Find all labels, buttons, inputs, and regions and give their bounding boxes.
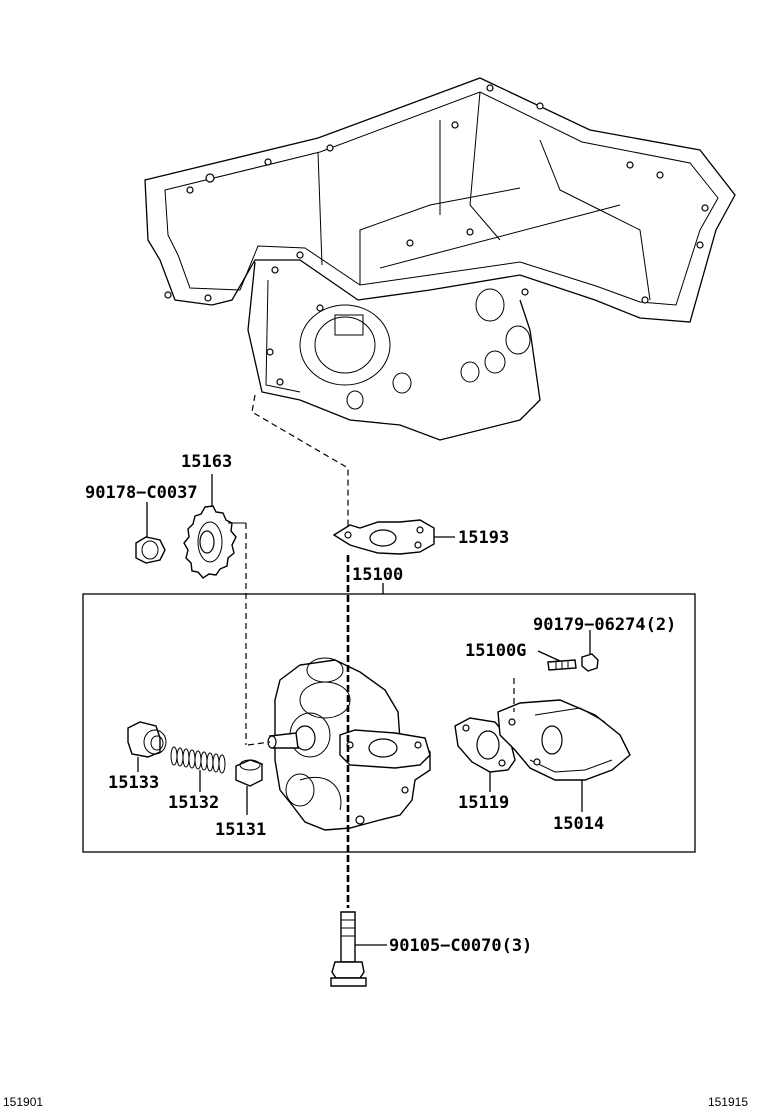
- oil-pan-illustration: [144, 77, 736, 441]
- label-15014: 15014: [553, 814, 604, 834]
- label-15193: 15193: [458, 528, 509, 548]
- nut-90179: [581, 653, 599, 672]
- diagram-code-right: 151915: [708, 1095, 748, 1109]
- assembly-box-15100: [82, 593, 696, 853]
- oil-pump-body: [247, 657, 431, 831]
- label-15100g: 15100G: [465, 641, 526, 661]
- plug-15133: [127, 721, 167, 758]
- diagram-code-left: 151901: [3, 1095, 43, 1109]
- label-90179: 90179−06274(2): [533, 615, 676, 635]
- strainer-15014: [497, 699, 631, 781]
- label-15119: 15119: [458, 793, 509, 813]
- label-15133: 15133: [108, 773, 159, 793]
- sprocket-15163: [183, 505, 237, 579]
- valve-15131: [235, 759, 263, 787]
- label-15132: 15132: [168, 793, 219, 813]
- label-90178: 90178−C0037: [85, 483, 198, 503]
- label-15131: 15131: [215, 820, 266, 840]
- stud-15100g: [547, 659, 577, 671]
- label-90105: 90105−C0070(3): [389, 936, 532, 956]
- label-15100: 15100: [352, 565, 403, 585]
- bolt-90105: [330, 911, 367, 987]
- nut-90178: [135, 536, 166, 564]
- label-15163: 15163: [181, 452, 232, 472]
- gasket-15193: [332, 519, 435, 555]
- spring-15132: [170, 746, 226, 774]
